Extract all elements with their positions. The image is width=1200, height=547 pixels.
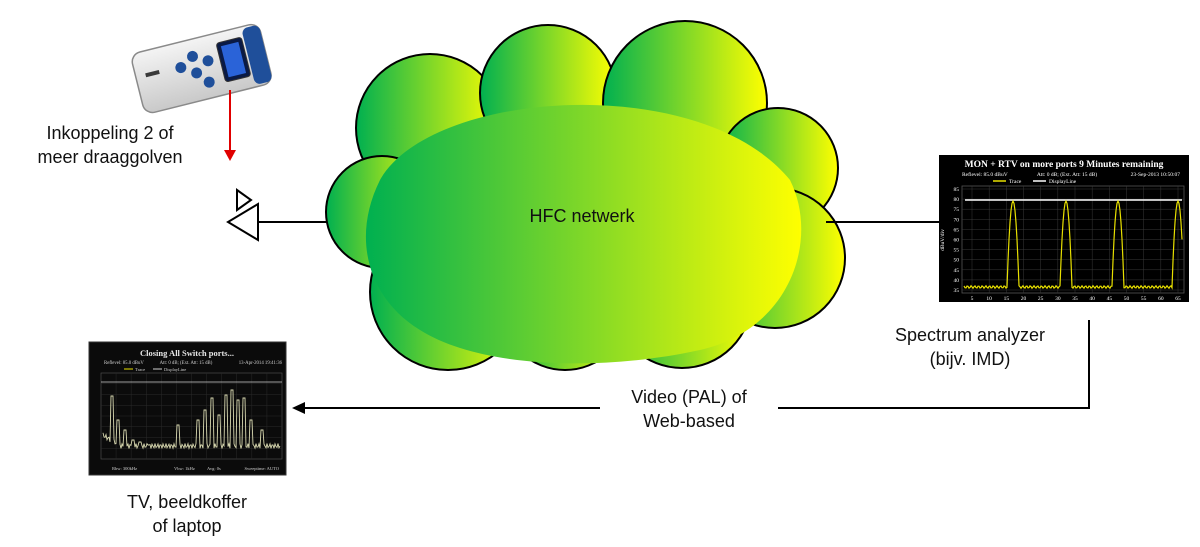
analyzer-ytick: 85 xyxy=(954,187,960,193)
injection-label-line2: meer draaggolven xyxy=(37,147,183,167)
analyzer-legend-trace: Trace xyxy=(1009,179,1022,185)
analyzer-xtick: 65 xyxy=(1175,296,1181,302)
analyzer-ytick: 40 xyxy=(954,278,960,284)
analyzer-ytick: 70 xyxy=(954,217,960,223)
analyzer-xtick: 55 xyxy=(1141,296,1147,302)
analyzer-legend-display: DisplayLine xyxy=(1049,179,1077,185)
video-link-label-bg xyxy=(600,384,778,436)
analyzer-xtick: 50 xyxy=(1124,296,1130,302)
analyzer-ytick: 35 xyxy=(954,288,960,294)
amplifier-symbol xyxy=(226,188,259,242)
video-link-label: Video (PAL) of Web-based xyxy=(589,385,789,433)
analyzer-ytick: 60 xyxy=(954,238,960,244)
analyzer-ylabel: dBuV/div xyxy=(940,229,946,251)
injection-label: Inkoppeling 2 of meer draaggolven xyxy=(5,121,215,169)
analyzer-ytick: 50 xyxy=(954,258,960,264)
analyzer-xtick: 45 xyxy=(1107,296,1113,302)
analyzer-xtick: 10 xyxy=(986,296,992,302)
tv-label: TV, beeldkoffer of laptop xyxy=(82,490,292,538)
hfc-cloud xyxy=(325,20,846,371)
tv-legend-display: DisplayLine xyxy=(164,367,186,372)
analyzer-ytick: 45 xyxy=(954,268,960,274)
analyzer-ytick: 80 xyxy=(954,197,960,203)
tv-title: Closing All Switch ports... xyxy=(140,348,234,358)
analyzer-ytick: 55 xyxy=(954,248,960,254)
tv-footer-left: Rbw: 300kHz xyxy=(112,466,137,471)
analyzer-title: MON + RTV on more ports 9 Minutes remain… xyxy=(965,160,1164,170)
tv-footer-mid: Vbw: 1kHz xyxy=(174,466,195,471)
analyzer-trace xyxy=(963,199,1183,290)
analyzer-xtick: 15 xyxy=(1004,296,1010,302)
analyzer-xtick: 40 xyxy=(1089,296,1095,302)
tv-info-mid: Att: 0 dB; (Ext. Att: 15 dB) xyxy=(160,361,213,366)
injection-arrow xyxy=(224,90,236,161)
analyzer-xtick: 60 xyxy=(1158,296,1164,302)
analyzer-label-line1: Spectrum analyzer xyxy=(894,325,1046,345)
analyzer-xtick: 25 xyxy=(1038,296,1044,302)
analyzer-info-right: 23-Sep-2013 10:50:07 xyxy=(1131,172,1181,178)
analyzer-screen: MON + RTV on more ports 9 Minutes remain… xyxy=(939,155,1189,302)
video-link-label-line1: Video (PAL) of xyxy=(631,387,747,407)
tv-info-right: 13-Apr-2014 19:41:36 xyxy=(239,361,283,366)
analyzer-xtick: 30 xyxy=(1055,296,1061,302)
tv-trace xyxy=(102,389,281,451)
analyzer-info-left: Reflevel: 85.0 dBuV xyxy=(962,171,1008,178)
injector-device-image xyxy=(131,23,272,114)
injection-label-line1: Inkoppeling 2 of xyxy=(46,123,174,143)
analyzer-label: Spectrum analyzer (bijv. IMD) xyxy=(860,323,1080,371)
video-link-label-line2: Web-based xyxy=(643,411,735,431)
tv-footer-right: Sweeptime: AUTO xyxy=(244,466,279,471)
video-link-arrow xyxy=(292,320,1090,414)
tv-label-line2: of laptop xyxy=(152,516,222,536)
analyzer-xtick: 35 xyxy=(1072,296,1078,302)
analyzer-ytick: 65 xyxy=(954,227,960,233)
tv-info-left: Reflevel: 85.0 dBuV xyxy=(104,361,144,366)
tv-screen: Closing All Switch ports... Reflevel: 85… xyxy=(88,341,287,476)
analyzer-ytick: 75 xyxy=(954,207,960,213)
analyzer-xtick: 5 xyxy=(971,296,974,302)
tv-label-line1: TV, beeldkoffer xyxy=(126,492,248,512)
analyzer-xtick: 20 xyxy=(1021,296,1027,302)
tv-footer-avg: Avg: 0s xyxy=(207,466,221,471)
analyzer-info-mid: Att: 0 dB; (Ext. Att: 15 dB) xyxy=(1037,171,1098,178)
analyzer-label-line2: (bijv. IMD) xyxy=(929,349,1011,369)
cloud-label: HFC netwerk xyxy=(529,206,635,226)
tv-legend-trace: Trace xyxy=(135,367,145,372)
